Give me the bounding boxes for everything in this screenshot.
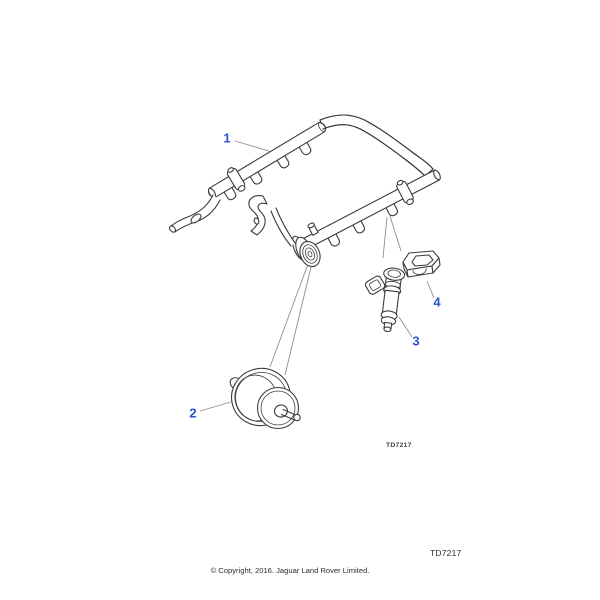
rear-rail-tube <box>295 169 441 253</box>
injector-drawing <box>364 267 406 333</box>
callout-4[interactable]: 4 <box>433 294 441 310</box>
copyright-notice: © Copyright, 2016. Jaguar Land Rover Lim… <box>210 566 370 575</box>
injector-connector <box>364 275 386 295</box>
callout-2[interactable]: 2 <box>189 405 197 421</box>
rail-valve-fitting <box>307 222 319 236</box>
leader-lines <box>199 140 435 412</box>
leader-line-3 <box>398 316 413 338</box>
regulator-port <box>291 235 321 268</box>
rear-rail-clamp <box>396 179 414 206</box>
footer-diagram-code: TD7217 <box>430 548 462 558</box>
leader-line-4 <box>426 280 435 299</box>
leader-line-regulator-a <box>269 263 309 368</box>
callout-3[interactable]: 3 <box>412 333 420 349</box>
fuel-rail-drawing <box>168 114 441 268</box>
clip-drawing <box>402 250 441 278</box>
leader-line-1 <box>234 140 273 153</box>
front-rail-clamp <box>226 167 246 192</box>
callout-1[interactable]: 1 <box>223 130 231 146</box>
leader-line-clip <box>389 215 402 252</box>
diagram-code: TD7217 <box>386 442 412 449</box>
leader-line-injector <box>382 216 388 259</box>
pressure-regulator-drawing <box>229 367 301 430</box>
leader-line-2 <box>199 401 232 412</box>
leader-line-regulator-b <box>284 266 312 376</box>
hose-strap-bracket <box>248 195 268 236</box>
